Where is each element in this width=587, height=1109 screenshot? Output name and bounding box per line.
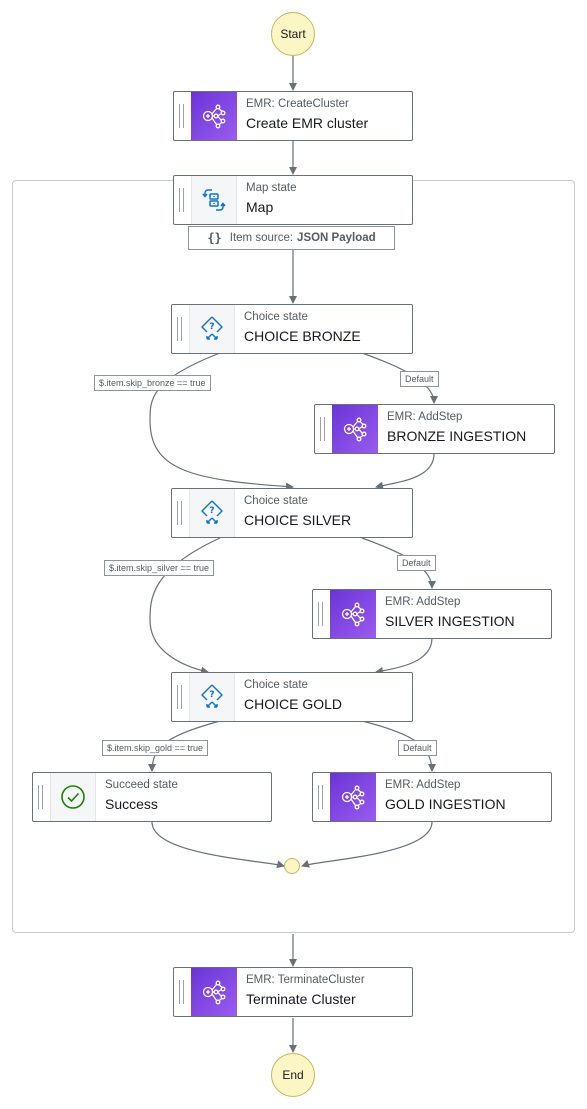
state-type: EMR: AddStep bbox=[387, 411, 463, 423]
choice-icon: ? bbox=[189, 673, 235, 721]
item-source-badge: {} Item source: JSON Payload bbox=[188, 226, 395, 250]
emr-icon bbox=[330, 590, 376, 638]
map-icon bbox=[191, 176, 237, 224]
drag-handle[interactable] bbox=[179, 104, 184, 128]
state-map[interactable]: Map state Map bbox=[173, 175, 413, 225]
edge-gold-join bbox=[301, 821, 433, 868]
item-source-label: Item source: bbox=[229, 232, 294, 244]
state-success[interactable]: Succeed state Success bbox=[32, 772, 272, 822]
state-name: Terminate Cluster bbox=[246, 991, 356, 1007]
state-name: CHOICE SILVER bbox=[244, 512, 352, 528]
state-name: Map bbox=[246, 199, 274, 215]
state-type: Map state bbox=[246, 182, 297, 194]
choice-icon: ? bbox=[189, 489, 235, 537]
state-name: SILVER INGESTION bbox=[385, 613, 515, 629]
emr-icon bbox=[191, 968, 237, 1016]
condition-label-skip-gold[interactable]: $.item.skip_gold == true bbox=[102, 740, 209, 756]
state-create-emr-cluster[interactable]: EMR: CreateCluster Create EMR cluster bbox=[173, 91, 413, 141]
drag-handle[interactable] bbox=[38, 785, 43, 809]
drag-handle[interactable] bbox=[318, 602, 323, 626]
state-choice-gold[interactable]: ? Choice state CHOICE GOLD bbox=[171, 672, 413, 722]
edge-success-join bbox=[151, 821, 285, 869]
condition-label-skip-bronze[interactable]: $.item.skip_bronze == true bbox=[94, 375, 211, 391]
drag-handle[interactable] bbox=[177, 501, 182, 525]
state-choice-bronze[interactable]: ? Choice state CHOICE BRONZE bbox=[171, 304, 413, 354]
edge-bronze-ingestion-out bbox=[375, 453, 435, 490]
end-node[interactable]: End bbox=[271, 1053, 315, 1097]
state-type: Choice state bbox=[244, 495, 308, 507]
state-gold-ingestion[interactable]: EMR: AddStep GOLD INGESTION bbox=[312, 772, 552, 822]
state-type: Succeed state bbox=[105, 779, 178, 791]
condition-label-skip-silver[interactable]: $.item.skip_silver == true bbox=[104, 560, 215, 576]
choice-icon: ? bbox=[189, 305, 235, 353]
svg-text:?: ? bbox=[209, 690, 214, 700]
state-name: CHOICE BRONZE bbox=[244, 328, 361, 344]
drag-handle[interactable] bbox=[320, 417, 325, 441]
state-type: Choice state bbox=[244, 679, 308, 691]
emr-icon bbox=[330, 773, 376, 821]
state-type: EMR: CreateCluster bbox=[246, 98, 349, 110]
edge-silver-ingestion-out bbox=[375, 637, 433, 675]
emr-icon bbox=[191, 92, 237, 140]
state-type: EMR: AddStep bbox=[385, 779, 461, 791]
drag-handle[interactable] bbox=[179, 980, 184, 1004]
state-name: Create EMR cluster bbox=[246, 115, 369, 131]
state-name: CHOICE GOLD bbox=[244, 696, 343, 712]
svg-text:?: ? bbox=[209, 506, 214, 516]
condition-label-default[interactable]: Default bbox=[397, 555, 436, 571]
state-bronze-ingestion[interactable]: EMR: AddStep BRONZE INGESTION bbox=[314, 404, 555, 454]
check-circle-icon bbox=[50, 773, 96, 821]
condition-label-default[interactable]: Default bbox=[398, 740, 437, 756]
drag-handle[interactable] bbox=[318, 785, 323, 809]
drag-handle[interactable] bbox=[177, 685, 182, 709]
condition-label-default[interactable]: Default bbox=[400, 371, 439, 387]
state-type: EMR: TerminateCluster bbox=[246, 974, 365, 986]
item-source-value: JSON Payload bbox=[297, 232, 376, 244]
state-name: BRONZE INGESTION bbox=[387, 428, 527, 444]
state-name: GOLD INGESTION bbox=[385, 796, 506, 812]
drag-handle[interactable] bbox=[179, 188, 184, 212]
end-label: End bbox=[282, 1068, 304, 1082]
start-node[interactable]: Start bbox=[271, 12, 315, 56]
emr-icon bbox=[332, 405, 378, 453]
svg-text:?: ? bbox=[209, 322, 214, 332]
state-name: Success bbox=[105, 796, 158, 812]
state-silver-ingestion[interactable]: EMR: AddStep SILVER INGESTION bbox=[312, 589, 552, 639]
state-terminate-cluster[interactable]: EMR: TerminateCluster Terminate Cluster bbox=[173, 967, 413, 1017]
state-choice-silver[interactable]: ? Choice state CHOICE SILVER bbox=[171, 488, 413, 538]
braces-icon: {} bbox=[207, 231, 222, 245]
join-node bbox=[284, 858, 300, 874]
drag-handle[interactable] bbox=[177, 317, 182, 341]
start-label: Start bbox=[280, 27, 306, 41]
state-type: Choice state bbox=[244, 311, 308, 323]
state-type: EMR: AddStep bbox=[385, 596, 461, 608]
